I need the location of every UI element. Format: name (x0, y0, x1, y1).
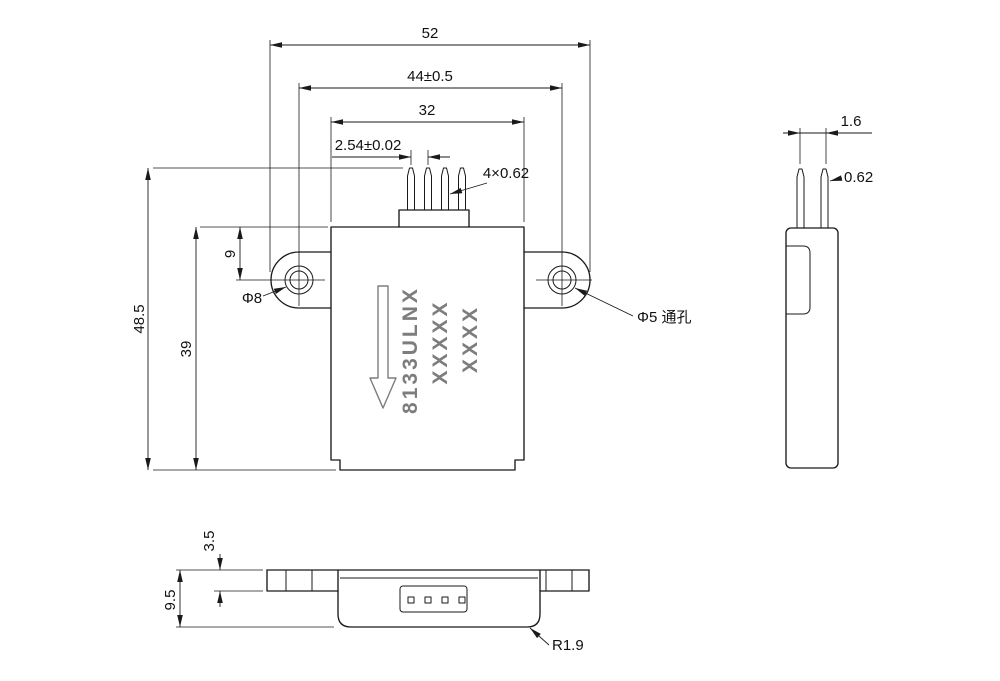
label-corner-radius: R1.9 (552, 637, 584, 654)
dim-pin-spec: 4×0.62 (483, 165, 529, 182)
bottom-pin-3 (441, 596, 449, 604)
bottom-pin-1 (407, 596, 415, 604)
leader-counterbore (262, 286, 287, 297)
leader-corner-radius (529, 627, 550, 646)
side-pin-2 (820, 168, 829, 228)
pin-3 (441, 167, 449, 210)
dim-overall-height: 48.5 (131, 304, 148, 333)
bottom-pin-2 (424, 596, 432, 604)
leader-pin-spec (449, 182, 488, 195)
dim-body-height: 39 (178, 341, 195, 358)
direction-arrow-icon (369, 285, 397, 409)
dim-hole-offset: 9 (222, 250, 239, 258)
label-counterbore: Φ8 (242, 290, 262, 307)
side-pin-1 (796, 168, 805, 228)
front-connector-housing (398, 209, 470, 228)
bottom-view: 3.5 9.5 R1.9 (162, 531, 590, 654)
bottom-body-outline (337, 569, 541, 628)
bottom-right-tab (539, 569, 590, 592)
dim-hole-span: 44±0.5 (407, 68, 453, 85)
bottom-right-hole-slot (545, 569, 573, 592)
part-marking-line2: XXXXX (429, 299, 452, 384)
bottom-left-tab (266, 569, 339, 592)
dim-body-width: 32 (419, 102, 436, 119)
label-through-hole: Φ5 通孔 (637, 309, 691, 326)
part-marking-line3: XXXX (459, 305, 482, 373)
side-view: 1.6 0.62 (783, 113, 873, 469)
bottom-pin-4 (458, 596, 466, 604)
leader-through-hole (574, 287, 634, 317)
dim-overall-depth: 9.5 (162, 590, 179, 611)
part-marking-line1: 8133ULNX (399, 286, 422, 414)
side-body-outline (785, 227, 839, 469)
pin-2 (424, 167, 432, 210)
bottom-connector-recess (399, 585, 468, 613)
dim-pin-span: 1.6 (841, 113, 862, 130)
dim-tab-thickness: 3.5 (201, 531, 218, 552)
pin-1 (407, 167, 415, 210)
front-view: 8133ULNX XXXXX XXXX 52 44±0.5 32 2.54±0.… (131, 25, 691, 471)
pin-4 (458, 167, 466, 210)
bottom-left-hole-slot (285, 569, 313, 592)
front-body-outline (330, 226, 525, 471)
dim-pin-pitch: 2.54±0.02 (335, 137, 402, 154)
dim-overall-width: 52 (422, 25, 439, 42)
leader-pin-thickness (829, 175, 843, 182)
side-tab-recess (786, 245, 811, 315)
dim-pin-thickness: 0.62 (844, 169, 873, 186)
